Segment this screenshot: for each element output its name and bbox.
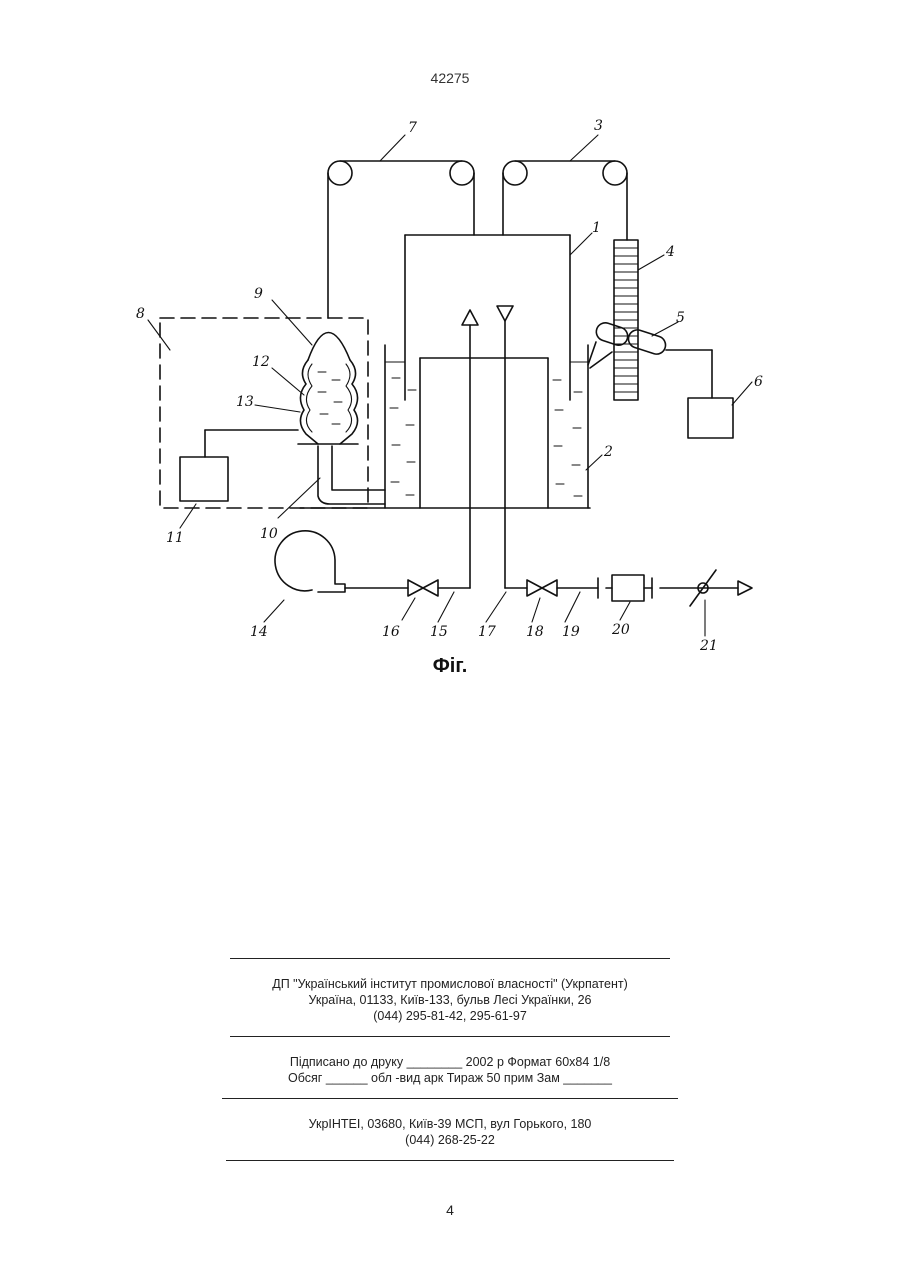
imprint-rule-2 [230, 1036, 670, 1037]
printer-phone: (044) 268-25-22 [230, 1132, 670, 1148]
label-2: 2 [603, 444, 613, 460]
publisher-phone: (044) 295-81-42, 295-61-97 [230, 1008, 670, 1024]
patent-figure: 7 3 1 4 5 6 2 8 9 12 13 10 11 14 16 15 1… [0, 0, 900, 700]
publisher-address: Україна, 01133, Київ-133, бульв Лесі Укр… [230, 992, 670, 1008]
label-11: 11 [166, 530, 184, 546]
sensor-5 [588, 320, 712, 398]
unit-6 [688, 398, 733, 438]
label-16: 16 [382, 624, 400, 640]
label-7: 7 [408, 120, 417, 136]
label-20: 20 [611, 622, 630, 638]
label-13: 13 [236, 394, 254, 410]
printer-address: УкрІНТЕІ, 03680, Київ-39 МСП, вул Горько… [230, 1116, 670, 1132]
imprint-rule-top [230, 958, 670, 959]
printer-block: УкрІНТЕІ, 03680, Київ-39 МСП, вул Горько… [230, 1116, 670, 1148]
bell-vessel-1 [405, 235, 570, 400]
label-21: 21 [699, 638, 718, 654]
label-4: 4 [665, 244, 675, 260]
signed-for-print: Підписано до друку ________ 2002 р Форма… [230, 1054, 670, 1070]
pulley-assembly-7 [328, 161, 474, 318]
pulley-assembly-3 [503, 161, 627, 240]
enclosure-8 [160, 318, 368, 508]
valve-18 [527, 580, 557, 596]
page-number: 4 [0, 1202, 900, 1218]
imprint-rule-bottom [226, 1160, 674, 1161]
label-10: 10 [260, 526, 278, 542]
scale-4 [614, 240, 638, 400]
print-details-block: Підписано до друку ________ 2002 р Форма… [230, 1054, 670, 1086]
blower-14 [275, 531, 345, 592]
leader-lines [148, 135, 752, 636]
tank-2 [300, 345, 590, 508]
label-17: 17 [478, 624, 496, 640]
label-14: 14 [250, 624, 268, 640]
flask-9 [298, 333, 358, 445]
label-8: 8 [136, 306, 145, 322]
label-9: 9 [254, 286, 263, 302]
label-15: 15 [430, 624, 448, 640]
label-6: 6 [754, 374, 763, 390]
label-5: 5 [676, 310, 685, 326]
publisher-name: ДП "Український інститут промислової вла… [230, 976, 670, 992]
figure-labels: 7 3 1 4 5 6 2 8 9 12 13 10 11 14 16 15 1… [136, 118, 763, 654]
tube-10 [318, 446, 385, 504]
figure-caption: Фіг. [0, 655, 900, 678]
valve-16 [408, 580, 438, 596]
imprint-rule-3 [222, 1098, 678, 1099]
label-1: 1 [592, 220, 601, 236]
publisher-block: ДП "Український інститут промислової вла… [230, 976, 670, 1024]
label-19: 19 [562, 624, 580, 640]
label-3: 3 [594, 118, 603, 134]
volume-circulation: Обсяг ______ обл -вид арк Тираж 50 прим … [230, 1070, 670, 1086]
label-12: 12 [252, 354, 270, 370]
unit-11 [180, 430, 298, 501]
label-18: 18 [526, 624, 544, 640]
